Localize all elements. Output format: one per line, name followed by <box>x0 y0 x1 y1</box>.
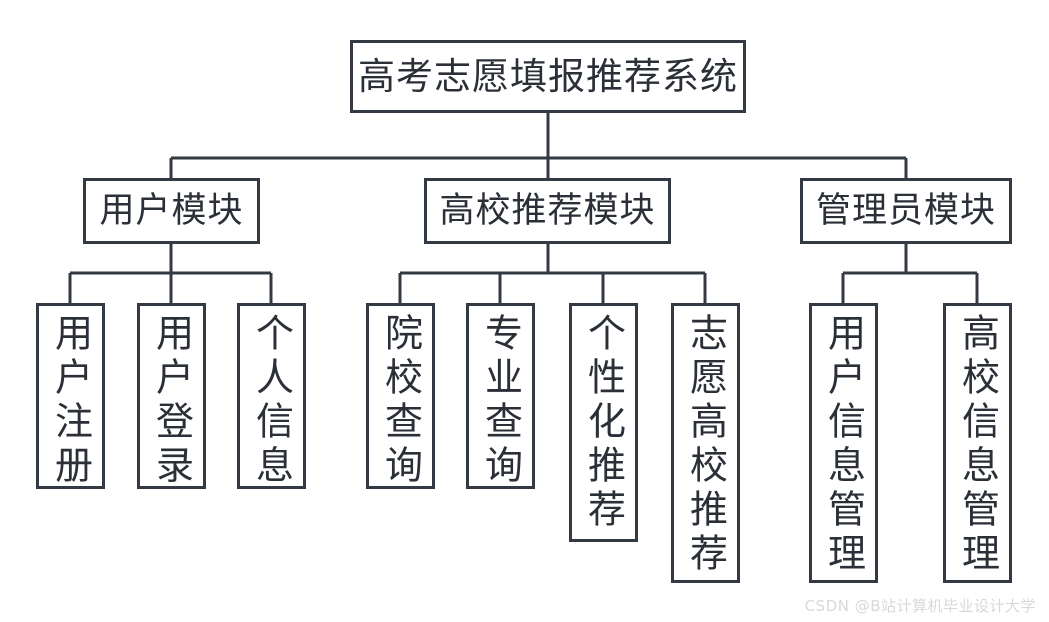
node-leaf-personalized-recommend-label: 个性化推荐 <box>581 313 626 533</box>
node-leaf-aspiration-college-recommend[interactable]: 志愿高校推荐 <box>671 303 740 583</box>
node-leaf-aspiration-college-recommend-label: 志愿高校推荐 <box>683 313 728 577</box>
node-module-admin-label: 管理员模块 <box>815 190 996 231</box>
node-leaf-personalized-recommend[interactable]: 个性化推荐 <box>569 303 638 542</box>
node-module-user[interactable]: 用户模块 <box>83 178 260 244</box>
node-root-label: 高考志愿填报推荐系统 <box>358 55 738 98</box>
node-root[interactable]: 高考志愿填报推荐系统 <box>350 40 746 113</box>
node-module-recommend[interactable]: 高校推荐模块 <box>424 178 671 244</box>
node-module-recommend-label: 高校推荐模块 <box>439 190 656 231</box>
node-leaf-user-register-label: 用户注册 <box>48 313 93 489</box>
node-leaf-personal-info-label: 个人信息 <box>249 313 294 489</box>
node-leaf-user-register[interactable]: 用户注册 <box>36 303 105 489</box>
node-leaf-college-query-label: 院校查询 <box>378 313 423 489</box>
node-leaf-college-info-management-label: 高校信息管理 <box>955 313 1000 577</box>
node-leaf-user-info-management-label: 用户信息管理 <box>821 313 866 577</box>
node-leaf-user-login[interactable]: 用户登录 <box>137 303 206 489</box>
watermark: CSDN @B站计算机毕业设计大学 <box>804 597 1036 615</box>
node-leaf-major-query[interactable]: 专业查询 <box>466 303 535 489</box>
node-leaf-college-query[interactable]: 院校查询 <box>366 303 435 489</box>
node-leaf-user-info-management[interactable]: 用户信息管理 <box>809 303 878 583</box>
node-module-admin[interactable]: 管理员模块 <box>800 178 1012 244</box>
node-leaf-college-info-management[interactable]: 高校信息管理 <box>943 303 1012 583</box>
node-leaf-major-query-label: 专业查询 <box>478 313 523 489</box>
node-module-user-label: 用户模块 <box>99 190 244 231</box>
node-leaf-personal-info[interactable]: 个人信息 <box>237 303 306 489</box>
node-leaf-user-login-label: 用户登录 <box>149 313 194 489</box>
